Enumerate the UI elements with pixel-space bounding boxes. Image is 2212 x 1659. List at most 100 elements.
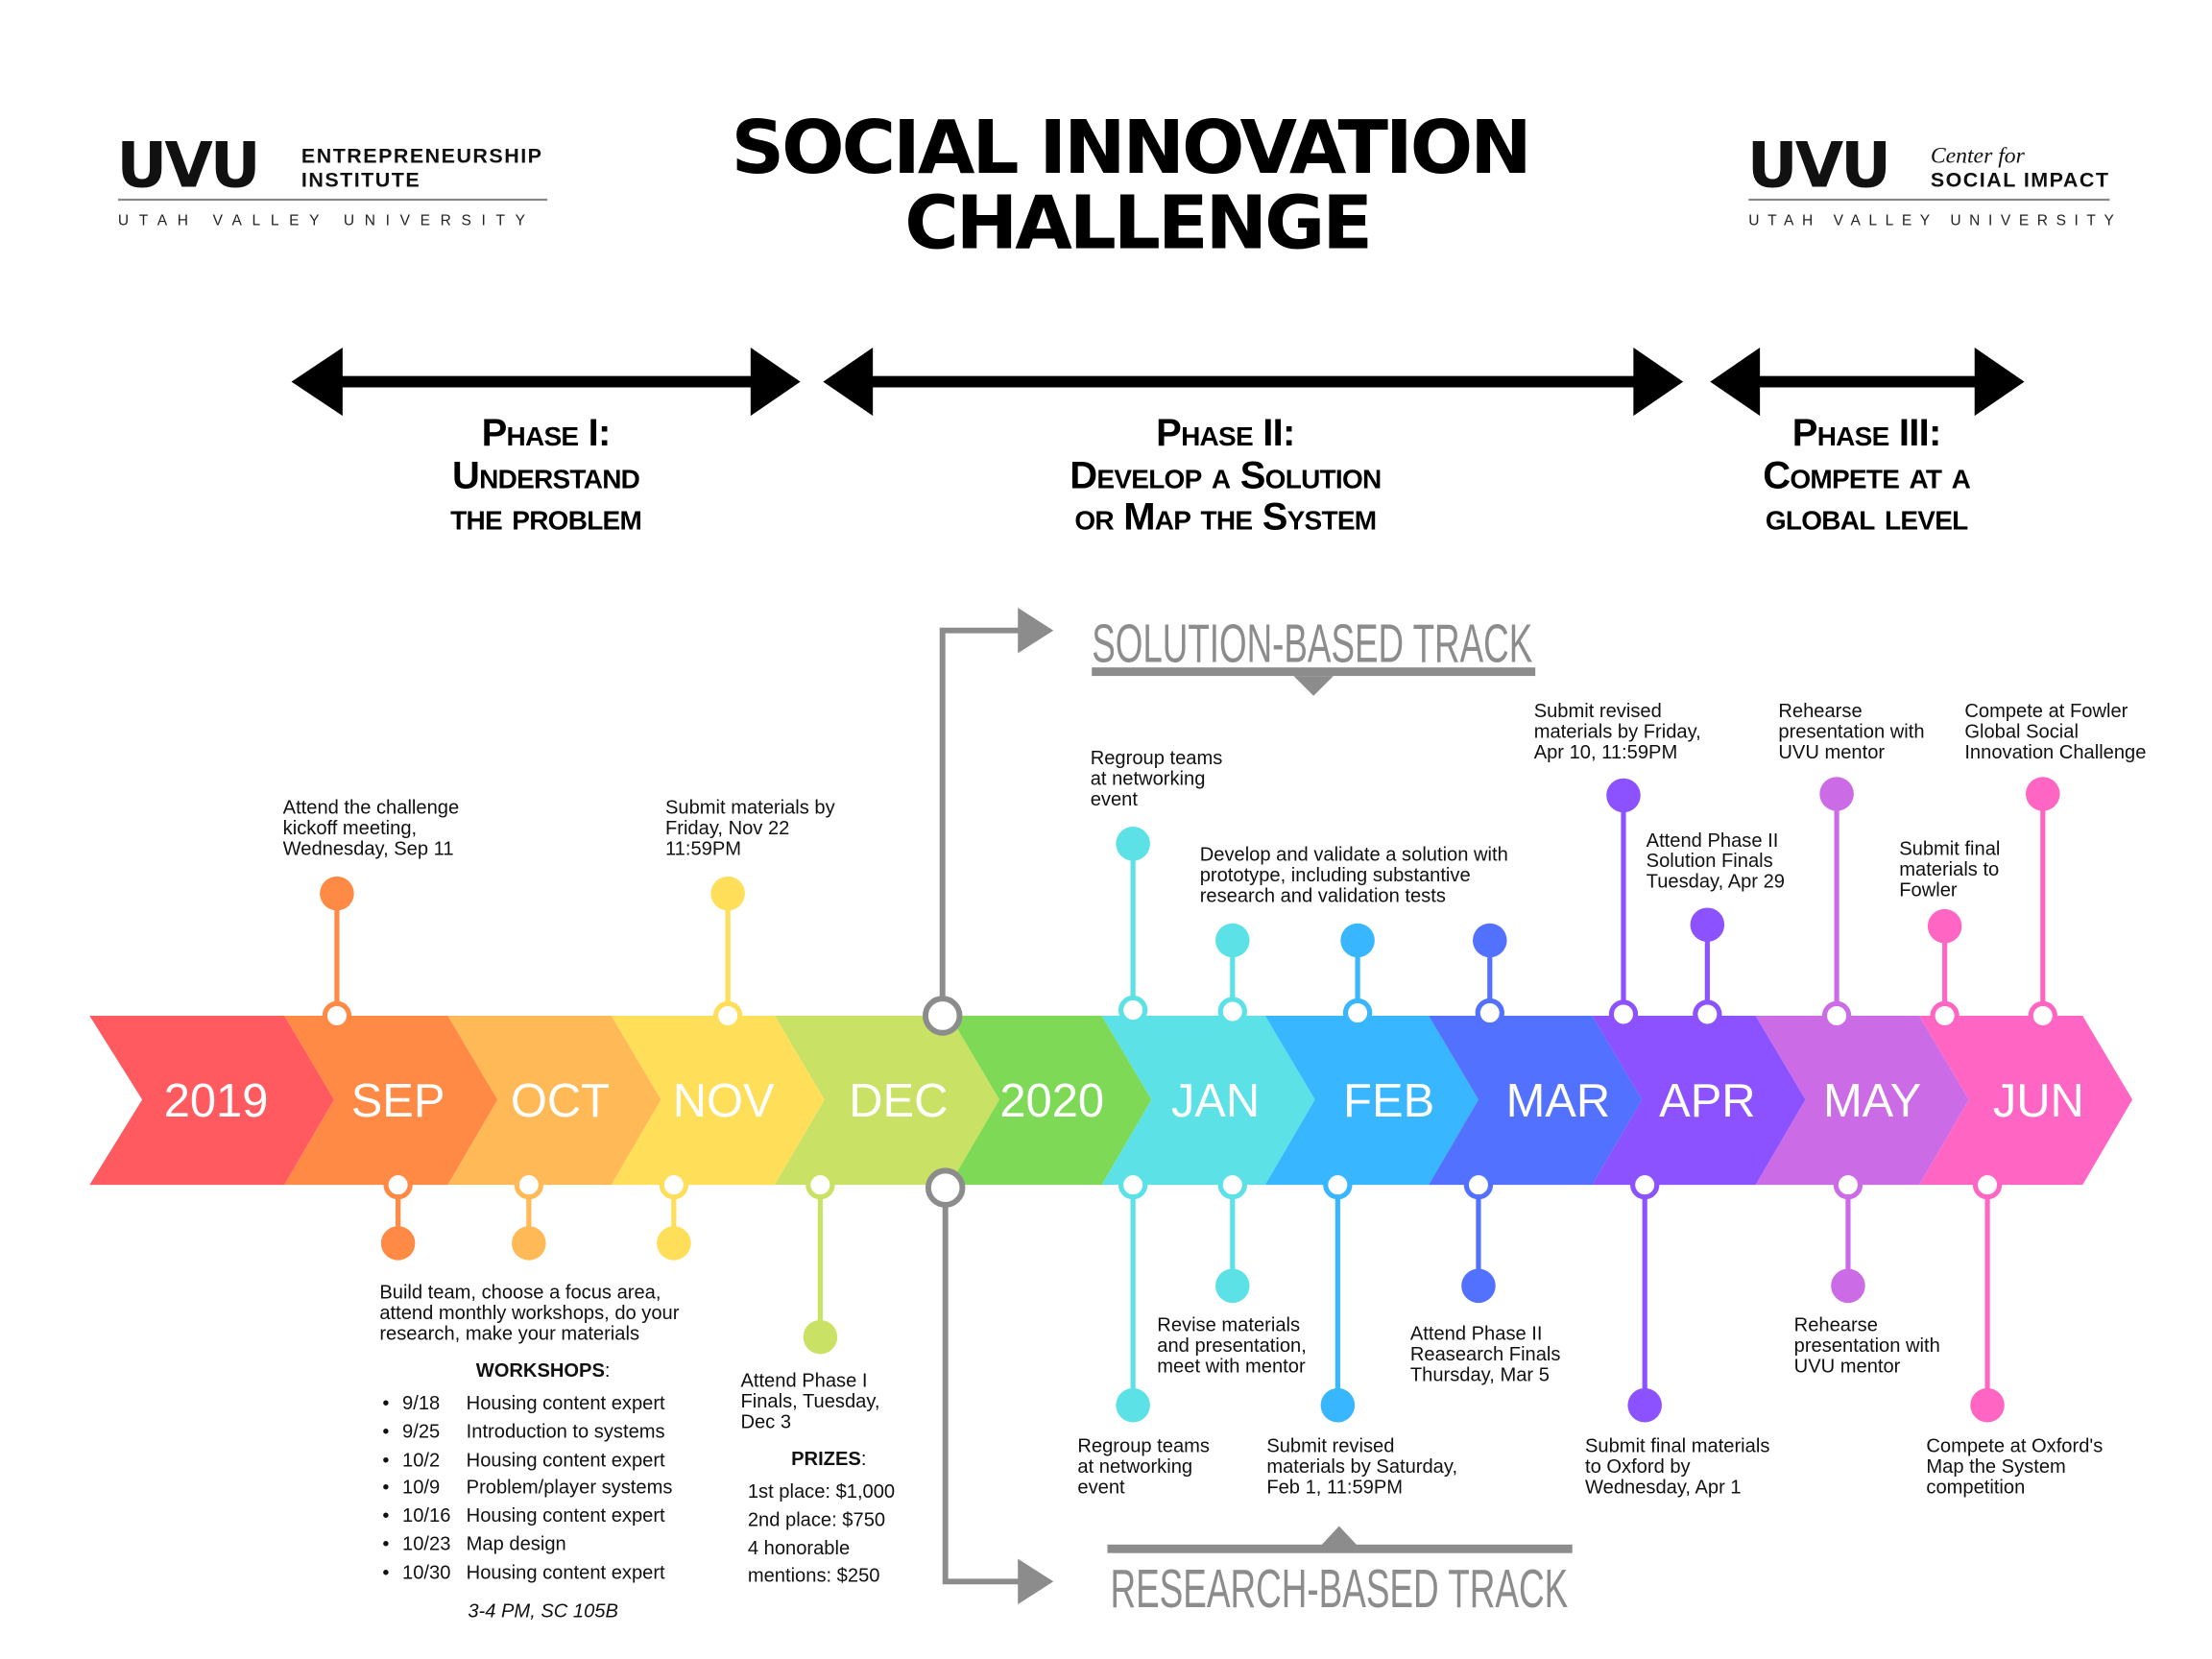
phase-subtitle: global level xyxy=(1766,496,1968,539)
timeline-label: 2020 xyxy=(999,1075,1104,1127)
chevron-jun xyxy=(1918,1015,2133,1186)
timeline-label: JAN xyxy=(1171,1075,1260,1127)
caret-down-icon xyxy=(1293,676,1334,696)
phase-arrows xyxy=(291,348,2025,417)
pin xyxy=(710,876,745,1031)
research-track-connector xyxy=(942,1206,1022,1585)
timeline-label: FEB xyxy=(1343,1075,1434,1127)
prize-line: 2nd place: $750 xyxy=(748,1510,885,1531)
svg-text:•: • xyxy=(382,1562,389,1583)
chevron-mar xyxy=(1429,1015,1643,1186)
page-title-line-2: CHALLENGE xyxy=(904,180,1370,266)
solution-track-connector xyxy=(939,627,1022,999)
chevron-2019 xyxy=(89,1015,334,1186)
pin xyxy=(1606,778,1641,1029)
svg-text:9/18: 9/18 xyxy=(402,1393,440,1414)
uvu-logo-mark: UVU xyxy=(1747,131,1888,203)
timeline-label: MAY xyxy=(1823,1075,1921,1127)
list-item: • 10/9 Problem/player systems xyxy=(382,1477,672,1498)
pin xyxy=(1473,923,1507,1028)
pin xyxy=(1690,907,1725,1029)
pin xyxy=(657,1170,691,1261)
chevron-may xyxy=(1755,1015,1969,1186)
bottom-pins xyxy=(380,1170,2005,1423)
phase-1-label: Phase I: Understand the problem xyxy=(450,412,642,539)
phase-2-label: Phase II: Develop a Solution or Map the … xyxy=(1070,412,1382,539)
pin xyxy=(1461,1170,1496,1304)
svg-text:10/23: 10/23 xyxy=(402,1534,450,1555)
logo-university: UTAH VALLEY UNIVERSITY xyxy=(118,213,536,229)
chevron-2020 xyxy=(950,1015,1152,1186)
list-item: • 9/25 Introduction to systems xyxy=(382,1422,664,1443)
phase-subtitle: or Map the System xyxy=(1074,496,1376,539)
svg-text:Introduction to systems: Introduction to systems xyxy=(467,1422,665,1443)
pin xyxy=(1831,1170,1865,1304)
prize-line: 1st place: $1,000 xyxy=(748,1481,895,1503)
svg-text:Housing content expert: Housing content expert xyxy=(467,1562,665,1583)
chevron-nov xyxy=(611,1015,825,1186)
prize-line: 4 honorable xyxy=(748,1538,850,1559)
logo-line-2: INSTITUTE xyxy=(301,169,421,192)
svg-text:Problem/player systems: Problem/player systems xyxy=(467,1477,673,1498)
svg-text:•: • xyxy=(382,1422,389,1443)
svg-text:10/9: 10/9 xyxy=(402,1477,440,1498)
logo-line-1: Center for xyxy=(1931,144,2026,169)
track-junction-solution xyxy=(922,996,963,1036)
workshops-time: 3-4 PM, SC 105B xyxy=(468,1600,618,1622)
svg-text:Map design: Map design xyxy=(467,1534,566,1555)
pin xyxy=(1116,827,1150,1025)
logo-entrepreneurship-institute: UVU ENTREPRENEURSHIP INSTITUTE UTAH VALL… xyxy=(116,131,548,229)
timeline-label: 2019 xyxy=(164,1075,269,1127)
svg-text:9/25: 9/25 xyxy=(402,1422,440,1443)
pin xyxy=(1819,777,1854,1031)
phase-2-double-arrow-icon xyxy=(823,348,1684,417)
timeline-labels: 2019 SEP OCT NOV DEC 2020 JAN FEB MAR AP… xyxy=(164,1075,2084,1127)
chevron-sep xyxy=(284,1015,498,1186)
timeline-label: DEC xyxy=(849,1075,948,1127)
phase-1-double-arrow-icon xyxy=(291,348,801,417)
event-build-team: Build team, choose a focus area,attend m… xyxy=(379,1283,679,1345)
chevron-apr xyxy=(1592,1015,1806,1186)
page-title-line-1: SOCIAL INNOVATION xyxy=(732,106,1529,191)
timeline-label: JUN xyxy=(1993,1075,2084,1127)
pin xyxy=(803,1170,838,1355)
timeline-label: APR xyxy=(1659,1075,1755,1127)
phase-3-double-arrow-icon xyxy=(1710,348,2025,417)
phase-title: Phase I: xyxy=(482,412,611,454)
phase-subtitle: Develop a Solution xyxy=(1070,455,1381,497)
uvu-logo-mark: UVU xyxy=(116,131,257,203)
timeline-band xyxy=(89,1015,2133,1186)
pin xyxy=(1116,1170,1150,1423)
prizes-heading: PRIZES: xyxy=(791,1449,866,1470)
track-junction-research xyxy=(925,1167,966,1208)
pin xyxy=(2026,777,2060,1031)
pin xyxy=(512,1170,546,1261)
arrow-right-icon xyxy=(1018,1558,1054,1604)
chevron-oct xyxy=(447,1015,661,1186)
svg-text:•: • xyxy=(382,1450,389,1471)
chevron-dec xyxy=(774,1015,999,1186)
solution-track-underline xyxy=(1092,667,1536,677)
svg-text:•: • xyxy=(382,1534,389,1555)
svg-text:10/16: 10/16 xyxy=(402,1505,450,1527)
phase-subtitle: the problem xyxy=(450,496,641,539)
pin xyxy=(1320,1170,1356,1423)
svg-text:•: • xyxy=(382,1477,389,1498)
svg-text:10/2: 10/2 xyxy=(402,1450,440,1471)
phase-title: Phase II: xyxy=(1156,412,1294,454)
